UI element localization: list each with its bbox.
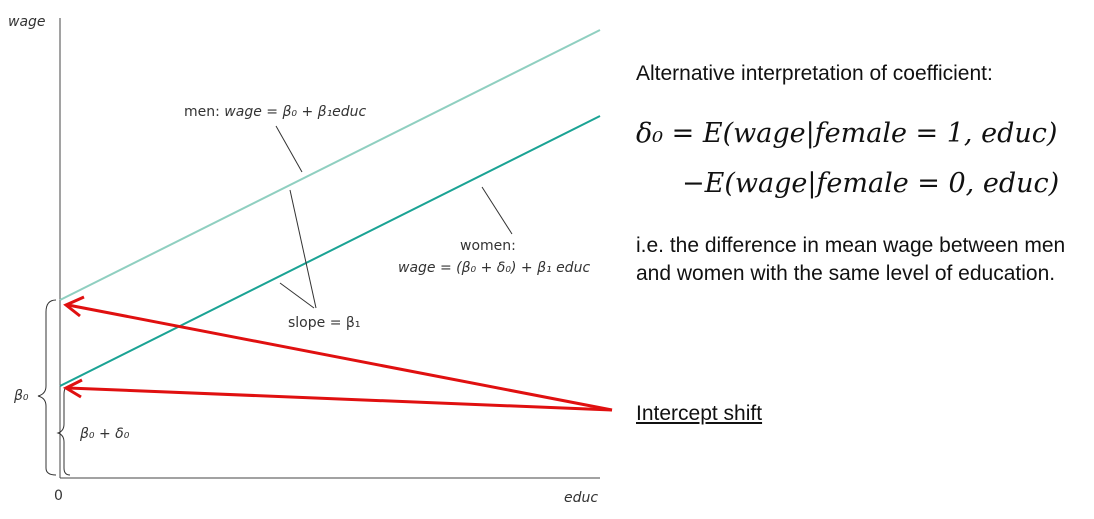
arrowhead-women [62, 378, 83, 399]
women-line-label-eq: wage = (β₀ + δ₀) + β₁ educ [398, 260, 590, 276]
y-axis-label: wage [8, 14, 46, 30]
arrowhead-men [63, 295, 85, 318]
slope-label: slope = β₁ [288, 315, 360, 331]
men-line [59, 29, 601, 301]
equation-line-1: δ₀ = E(wage|female = 1, educ) [636, 118, 1058, 149]
women-leader [481, 186, 513, 235]
men-line-label: men: wage = β₀ + β₁educ [184, 104, 367, 120]
women-line-label-title: women: [460, 238, 516, 254]
panel-heading: Alternative interpretation of coefficien… [636, 62, 993, 85]
intercept-shift-label: Intercept shift [636, 402, 763, 425]
slope-leader-women [279, 282, 315, 309]
equation-line-2: −E(wage|female = 0, educ) [682, 168, 1060, 199]
slope-leader-men [289, 189, 317, 309]
beta0-brace [37, 299, 57, 476]
arrow-to-men-intercept [67, 303, 613, 412]
women-line [59, 115, 601, 387]
arrow-to-women-intercept [67, 386, 613, 412]
x-axis-label: educ [564, 490, 598, 506]
beta0-delta0-label: β₀ + δ₀ [79, 426, 130, 442]
interpretation-text: i.e. the difference in mean wage between… [636, 234, 1066, 285]
explanation-panel: Alternative interpretation of coefficien… [636, 62, 1086, 285]
men-leader [275, 125, 303, 173]
beta0-label: β₀ [13, 388, 29, 404]
beta0-delta0-brace [56, 385, 71, 476]
origin-label: 0 [54, 488, 63, 504]
